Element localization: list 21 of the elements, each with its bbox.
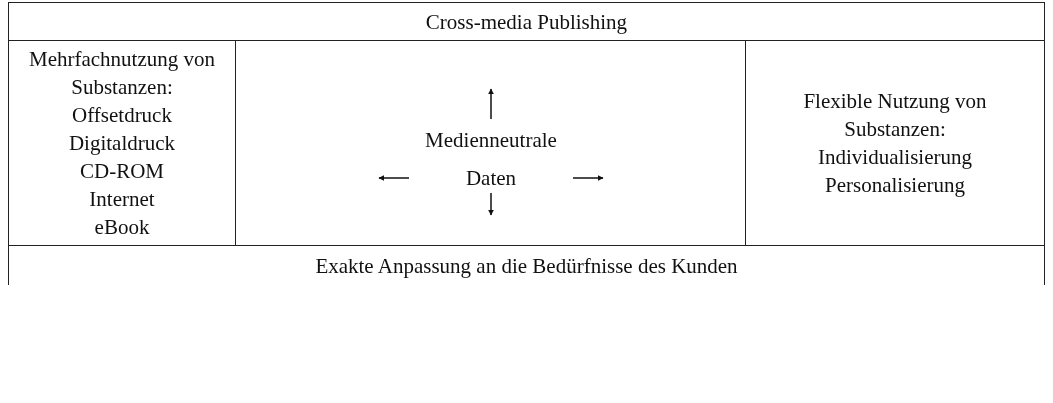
arrow	[378, 175, 410, 181]
list-item: Personalisierung	[824, 172, 966, 199]
list-item: Digitaldruck	[67, 130, 177, 157]
heading-text: Mehrfachnutzung von Substanzen:	[28, 46, 216, 101]
heading-text: Cross-media Publishing	[425, 8, 628, 36]
arrow	[488, 88, 494, 120]
list-item: Individualisierung	[817, 144, 973, 171]
arrow	[572, 175, 604, 181]
header-cell	[8, 2, 1045, 40]
list-item: CD-ROM	[79, 158, 165, 185]
heading-text: Flexible Nutzung von Substanzen:	[802, 88, 988, 143]
table-cell	[235, 40, 745, 245]
footer-cell	[8, 245, 1045, 285]
list-item: Internet	[88, 186, 156, 213]
table-cell	[8, 40, 235, 245]
table-cell	[745, 40, 1045, 245]
footer-text: Exakte Anpassung an die Bedürfnisse des Kunden	[315, 252, 738, 280]
list-item: eBook	[93, 214, 151, 241]
arrow	[488, 192, 494, 216]
center-text: Medienneutrale Daten	[411, 121, 571, 197]
list-item: Offsetdruck	[71, 102, 173, 129]
